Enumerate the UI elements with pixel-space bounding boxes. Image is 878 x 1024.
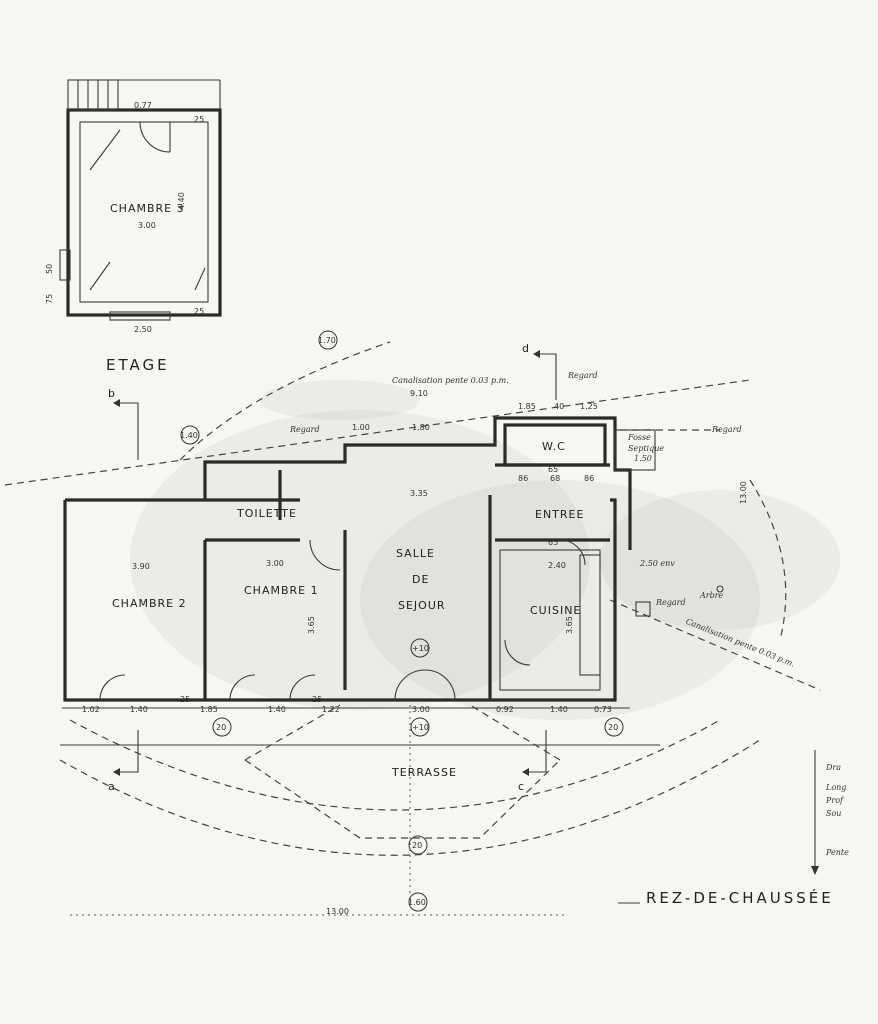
dim-cuisine-width: 2.40 (548, 561, 566, 570)
chambre2-label: CHAMBRE 2 (112, 597, 187, 610)
dim-chambre2: 3.90 (132, 562, 150, 571)
etage-dim-length: 4.40 (177, 192, 186, 210)
arbre-label: Arbre (699, 591, 724, 600)
wc-label: W.C (542, 440, 566, 453)
etage-dim-25b: 25 (194, 307, 204, 316)
salle-label: SALLE (396, 547, 435, 560)
svg-text:1.85: 1.85 (200, 705, 218, 714)
chambre1-label: CHAMBRE 1 (244, 584, 319, 597)
svg-text:b: b (108, 387, 116, 400)
sejour-label: SEJOUR (398, 599, 446, 612)
svg-text:Sou: Sou (826, 809, 841, 818)
right-notes: Dra Long Prof Sou Pente (811, 750, 849, 875)
fosse-dim: 1.50 (634, 454, 652, 463)
svg-text:Dra: Dra (825, 763, 841, 772)
canalisation-top-label: Canalisation pente 0.03 p.m. (392, 376, 509, 385)
svg-text:0.92: 0.92 (496, 705, 514, 714)
septique-label: Septique (628, 444, 664, 453)
dim-right-vertical: 13.00 (739, 481, 748, 504)
svg-text:Pente: Pente (825, 848, 849, 857)
bottom-dimension-row: 1.02 1.40 25 1.85 1.40 25 1.22 3.00 0.92… (82, 695, 612, 714)
etage-plan (59, 79, 222, 321)
dim-top-185: 1.85 (518, 402, 536, 411)
svg-text:c: c (518, 780, 525, 793)
svg-text:0.73: 0.73 (594, 705, 612, 714)
svg-text:3.00: 3.00 (412, 705, 430, 714)
canalisation-line-top (4, 379, 751, 486)
rez-de-chaussee-title: REZ-DE-CHAUSSÉE (646, 888, 834, 907)
svg-text:20: 20 (412, 841, 422, 850)
etage-dim-75: 75 (45, 294, 54, 304)
svg-text:25: 25 (312, 695, 322, 704)
ground-floor-walls (63, 416, 656, 702)
etage-dim-door: 0.77 (134, 101, 152, 110)
svg-text:20: 20 (608, 723, 618, 732)
dim-65a: 65 (548, 538, 558, 547)
dim-65b: 65 (548, 465, 558, 474)
canalisation-line-right (609, 599, 821, 691)
dim-top-125: 1.25 (580, 402, 598, 411)
door-swings (99, 539, 586, 701)
regard-box (635, 601, 651, 617)
regard-label-3: Regard (711, 425, 742, 434)
svg-text:1.60: 1.60 (408, 898, 426, 907)
svg-text:25: 25 (180, 695, 190, 704)
svg-text:a: a (108, 780, 116, 793)
svg-text:20: 20 (216, 723, 226, 732)
dim-sejour-width: 3.35 (410, 489, 428, 498)
svg-text:Long: Long (825, 783, 846, 792)
etage-dim-bottom: 2.50 (134, 325, 152, 334)
cuisine-label: CUISINE (530, 604, 581, 617)
dim-chambre1: 3.00 (266, 559, 284, 568)
regard-label-2: Regard (567, 371, 598, 380)
svg-text:+10: +10 (412, 723, 429, 732)
regard-label-1: Regard (289, 425, 320, 434)
dim-86a: 86 (518, 474, 528, 483)
level-markers: 1.70 1.40 1.60 +10 +10 20 20 20 (180, 330, 624, 912)
svg-text:d: d (522, 342, 530, 355)
section-markers: b a c d (108, 342, 557, 793)
svg-text:1.22: 1.22 (322, 705, 340, 714)
dim-overall: 13.00 (326, 907, 349, 916)
dim-68: 68 (550, 474, 560, 483)
etage-dim-width: 3.00 (138, 221, 156, 230)
svg-text:1.40: 1.40 (180, 431, 198, 440)
dim-top-180: 1.80 (412, 423, 430, 432)
dim-cuisine-depth: 3.65 (565, 616, 574, 634)
svg-text:1.40: 1.40 (130, 705, 148, 714)
de-label: DE (412, 573, 429, 586)
svg-text:+10: +10 (412, 644, 429, 653)
etage-dim-50: 50 (45, 264, 54, 274)
toilette-label: TOILETTE (236, 507, 297, 520)
svg-text:Prof: Prof (825, 796, 845, 805)
tree-symbol (716, 585, 724, 593)
terrasse-outline (59, 704, 761, 916)
fosse-label: Fosse (627, 433, 651, 442)
arbre-dist: 2.50 env (639, 559, 675, 568)
terrasse-label: TERRASSE (391, 766, 457, 779)
dim-top-40: 40 (554, 402, 564, 411)
etage-dim-25a: 25 (194, 115, 204, 124)
svg-text:1.40: 1.40 (550, 705, 568, 714)
etage-title: ETAGE (106, 356, 170, 374)
paper-smudge (130, 380, 840, 720)
dim-chambre1-depth: 3.65 (307, 616, 316, 634)
svg-text:1.02: 1.02 (82, 705, 100, 714)
dim-86b: 86 (584, 474, 594, 483)
dim-910: 9.10 (410, 389, 428, 398)
svg-text:1.40: 1.40 (268, 705, 286, 714)
entree-label: ENTREE (535, 508, 584, 521)
chambre3-label: CHAMBRE 3 (110, 202, 185, 215)
regard-label-4: Regard (655, 598, 686, 607)
svg-text:1.70: 1.70 (318, 336, 336, 345)
dim-top-100: 1.00 (352, 423, 370, 432)
